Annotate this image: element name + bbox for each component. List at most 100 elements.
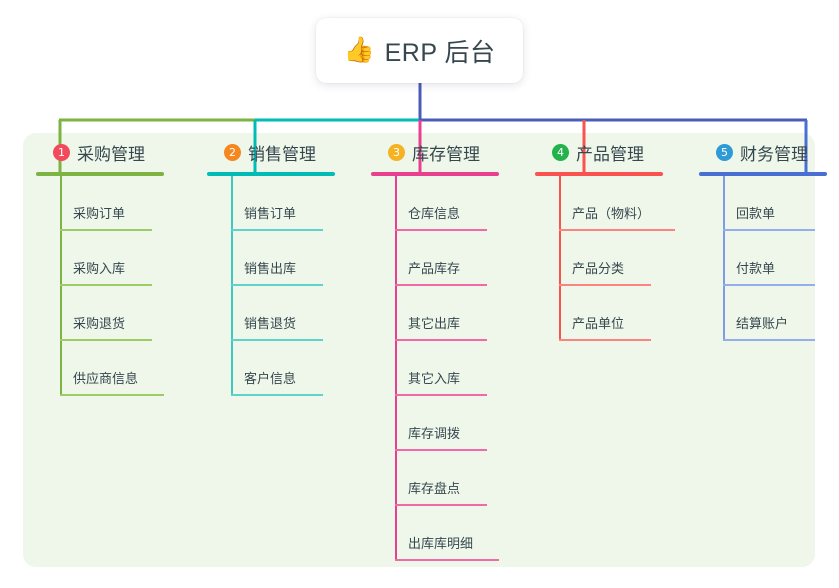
list-item[interactable]: 库存盘点 [395, 451, 516, 506]
branch-label-4: 产品管理 [576, 144, 644, 164]
branch-rule-3 [371, 172, 499, 176]
leaf-label: 采购入库 [73, 261, 126, 276]
leaf-rule [395, 504, 487, 506]
leaf-label: 仓库信息 [408, 206, 461, 221]
branch-badge-5: 5 [716, 143, 733, 161]
branch-spine-3 [395, 176, 397, 561]
list-item[interactable]: 供应商信息 [60, 341, 176, 396]
branch-column-4: 4 产品管理 产品（物料） 产品分类 产品单位 [535, 133, 685, 341]
list-item[interactable]: 付款单 [723, 231, 839, 286]
leaf-label: 结算账户 [736, 316, 789, 331]
branch-column-1: 1 采购管理 采购订单 采购入库 采购退货 供应商信 [36, 133, 176, 396]
list-item[interactable]: 产品单位 [559, 286, 685, 341]
leaf-label: 产品（物料） [572, 206, 651, 221]
leaf-rule [231, 229, 323, 231]
branch-column-2: 2 销售管理 销售订单 销售出库 销售退货 客户信息 [207, 133, 347, 396]
branch-badge-2: 2 [224, 143, 241, 161]
list-item[interactable]: 销售订单 [231, 176, 347, 231]
leaf-rule [60, 394, 164, 396]
leaf-rule [395, 394, 487, 396]
branch-badge-1: 1 [53, 143, 70, 161]
branch-rule-4 [535, 172, 663, 176]
list-item[interactable]: 其它入库 [395, 341, 516, 396]
branch-header-3[interactable]: 3 库存管理 [371, 133, 516, 171]
branch-items-4: 产品（物料） 产品分类 产品单位 [535, 176, 685, 341]
branch-rule-1 [36, 172, 164, 176]
branch-items-1: 采购订单 采购入库 采购退货 供应商信息 [36, 176, 176, 396]
list-item[interactable]: 结算账户 [723, 286, 839, 341]
leaf-label: 采购订单 [73, 206, 126, 221]
list-item[interactable]: 出库库明细 [395, 506, 516, 561]
leaf-label: 产品单位 [572, 316, 625, 331]
leaf-label: 其它入库 [408, 371, 461, 386]
leaf-rule [395, 284, 487, 286]
branch-items-5: 回款单 付款单 结算账户 [699, 176, 839, 341]
leaf-label: 库存盘点 [408, 481, 461, 496]
list-item[interactable]: 销售退货 [231, 286, 347, 341]
list-item[interactable]: 采购订单 [60, 176, 176, 231]
list-item[interactable]: 销售出库 [231, 231, 347, 286]
branch-spine-4 [559, 176, 561, 341]
leaf-label: 回款单 [736, 206, 776, 221]
leaf-label: 付款单 [736, 261, 776, 276]
list-item[interactable]: 库存调拨 [395, 396, 516, 451]
branch-header-4[interactable]: 4 产品管理 [535, 133, 685, 171]
leaf-rule [231, 394, 323, 396]
leaf-rule [559, 284, 651, 286]
branch-label-3: 库存管理 [412, 144, 480, 164]
root-node[interactable]: 👍 ERP 后台 [316, 18, 523, 83]
leaf-rule [60, 229, 152, 231]
leaf-rule [395, 339, 487, 341]
leaf-label: 出库库明细 [408, 536, 474, 551]
thumbs-up-icon: 👍 [343, 36, 375, 64]
branch-label-2: 销售管理 [248, 144, 316, 164]
leaf-rule [231, 284, 323, 286]
branch-label-1: 采购管理 [77, 144, 145, 164]
branch-rule-5 [699, 172, 827, 176]
leaf-label: 供应商信息 [73, 371, 139, 386]
leaf-label: 采购退货 [73, 316, 126, 331]
leaf-rule [723, 284, 815, 286]
branch-column-3: 3 库存管理 仓库信息 产品库存 其它出库 其它入库 [371, 133, 516, 561]
leaf-label: 库存调拨 [408, 426, 461, 441]
leaf-label: 产品库存 [408, 261, 461, 276]
branch-header-5[interactable]: 5 财务管理 [699, 133, 839, 171]
branch-badge-4: 4 [552, 143, 569, 161]
branch-spine-1 [60, 176, 62, 396]
diagram-panel [23, 133, 815, 567]
branch-column-5: 5 财务管理 回款单 付款单 结算账户 [699, 133, 839, 341]
list-item[interactable]: 仓库信息 [395, 176, 516, 231]
list-item[interactable]: 其它出库 [395, 286, 516, 341]
branch-badge-3: 3 [388, 143, 405, 161]
branch-items-3: 仓库信息 产品库存 其它出库 其它入库 库存调拨 [371, 176, 516, 561]
list-item[interactable]: 采购入库 [60, 231, 176, 286]
branch-spine-2 [231, 176, 233, 396]
leaf-rule [559, 229, 675, 231]
branch-spine-5 [723, 176, 725, 341]
list-item[interactable]: 客户信息 [231, 341, 347, 396]
leaf-rule [60, 339, 152, 341]
list-item[interactable]: 采购退货 [60, 286, 176, 341]
leaf-rule [395, 449, 487, 451]
list-item[interactable]: 回款单 [723, 176, 839, 231]
branch-columns: 1 采购管理 采购订单 采购入库 采购退货 供应商信 [23, 133, 827, 567]
branch-rule-2 [207, 172, 335, 176]
leaf-rule [559, 339, 651, 341]
branch-label-5: 财务管理 [740, 144, 808, 164]
leaf-label: 销售出库 [244, 261, 297, 276]
branch-header-2[interactable]: 2 销售管理 [207, 133, 347, 171]
leaf-rule [723, 339, 815, 341]
leaf-rule [231, 339, 323, 341]
branch-header-1[interactable]: 1 采购管理 [36, 133, 176, 171]
leaf-rule [60, 284, 152, 286]
leaf-label: 销售退货 [244, 316, 297, 331]
list-item[interactable]: 产品库存 [395, 231, 516, 286]
root-node-title: ERP 后台 [384, 38, 496, 67]
list-item[interactable]: 产品分类 [559, 231, 685, 286]
leaf-label: 产品分类 [572, 261, 625, 276]
leaf-label: 销售订单 [244, 206, 297, 221]
leaf-rule [723, 229, 815, 231]
list-item[interactable]: 产品（物料） [559, 176, 685, 231]
